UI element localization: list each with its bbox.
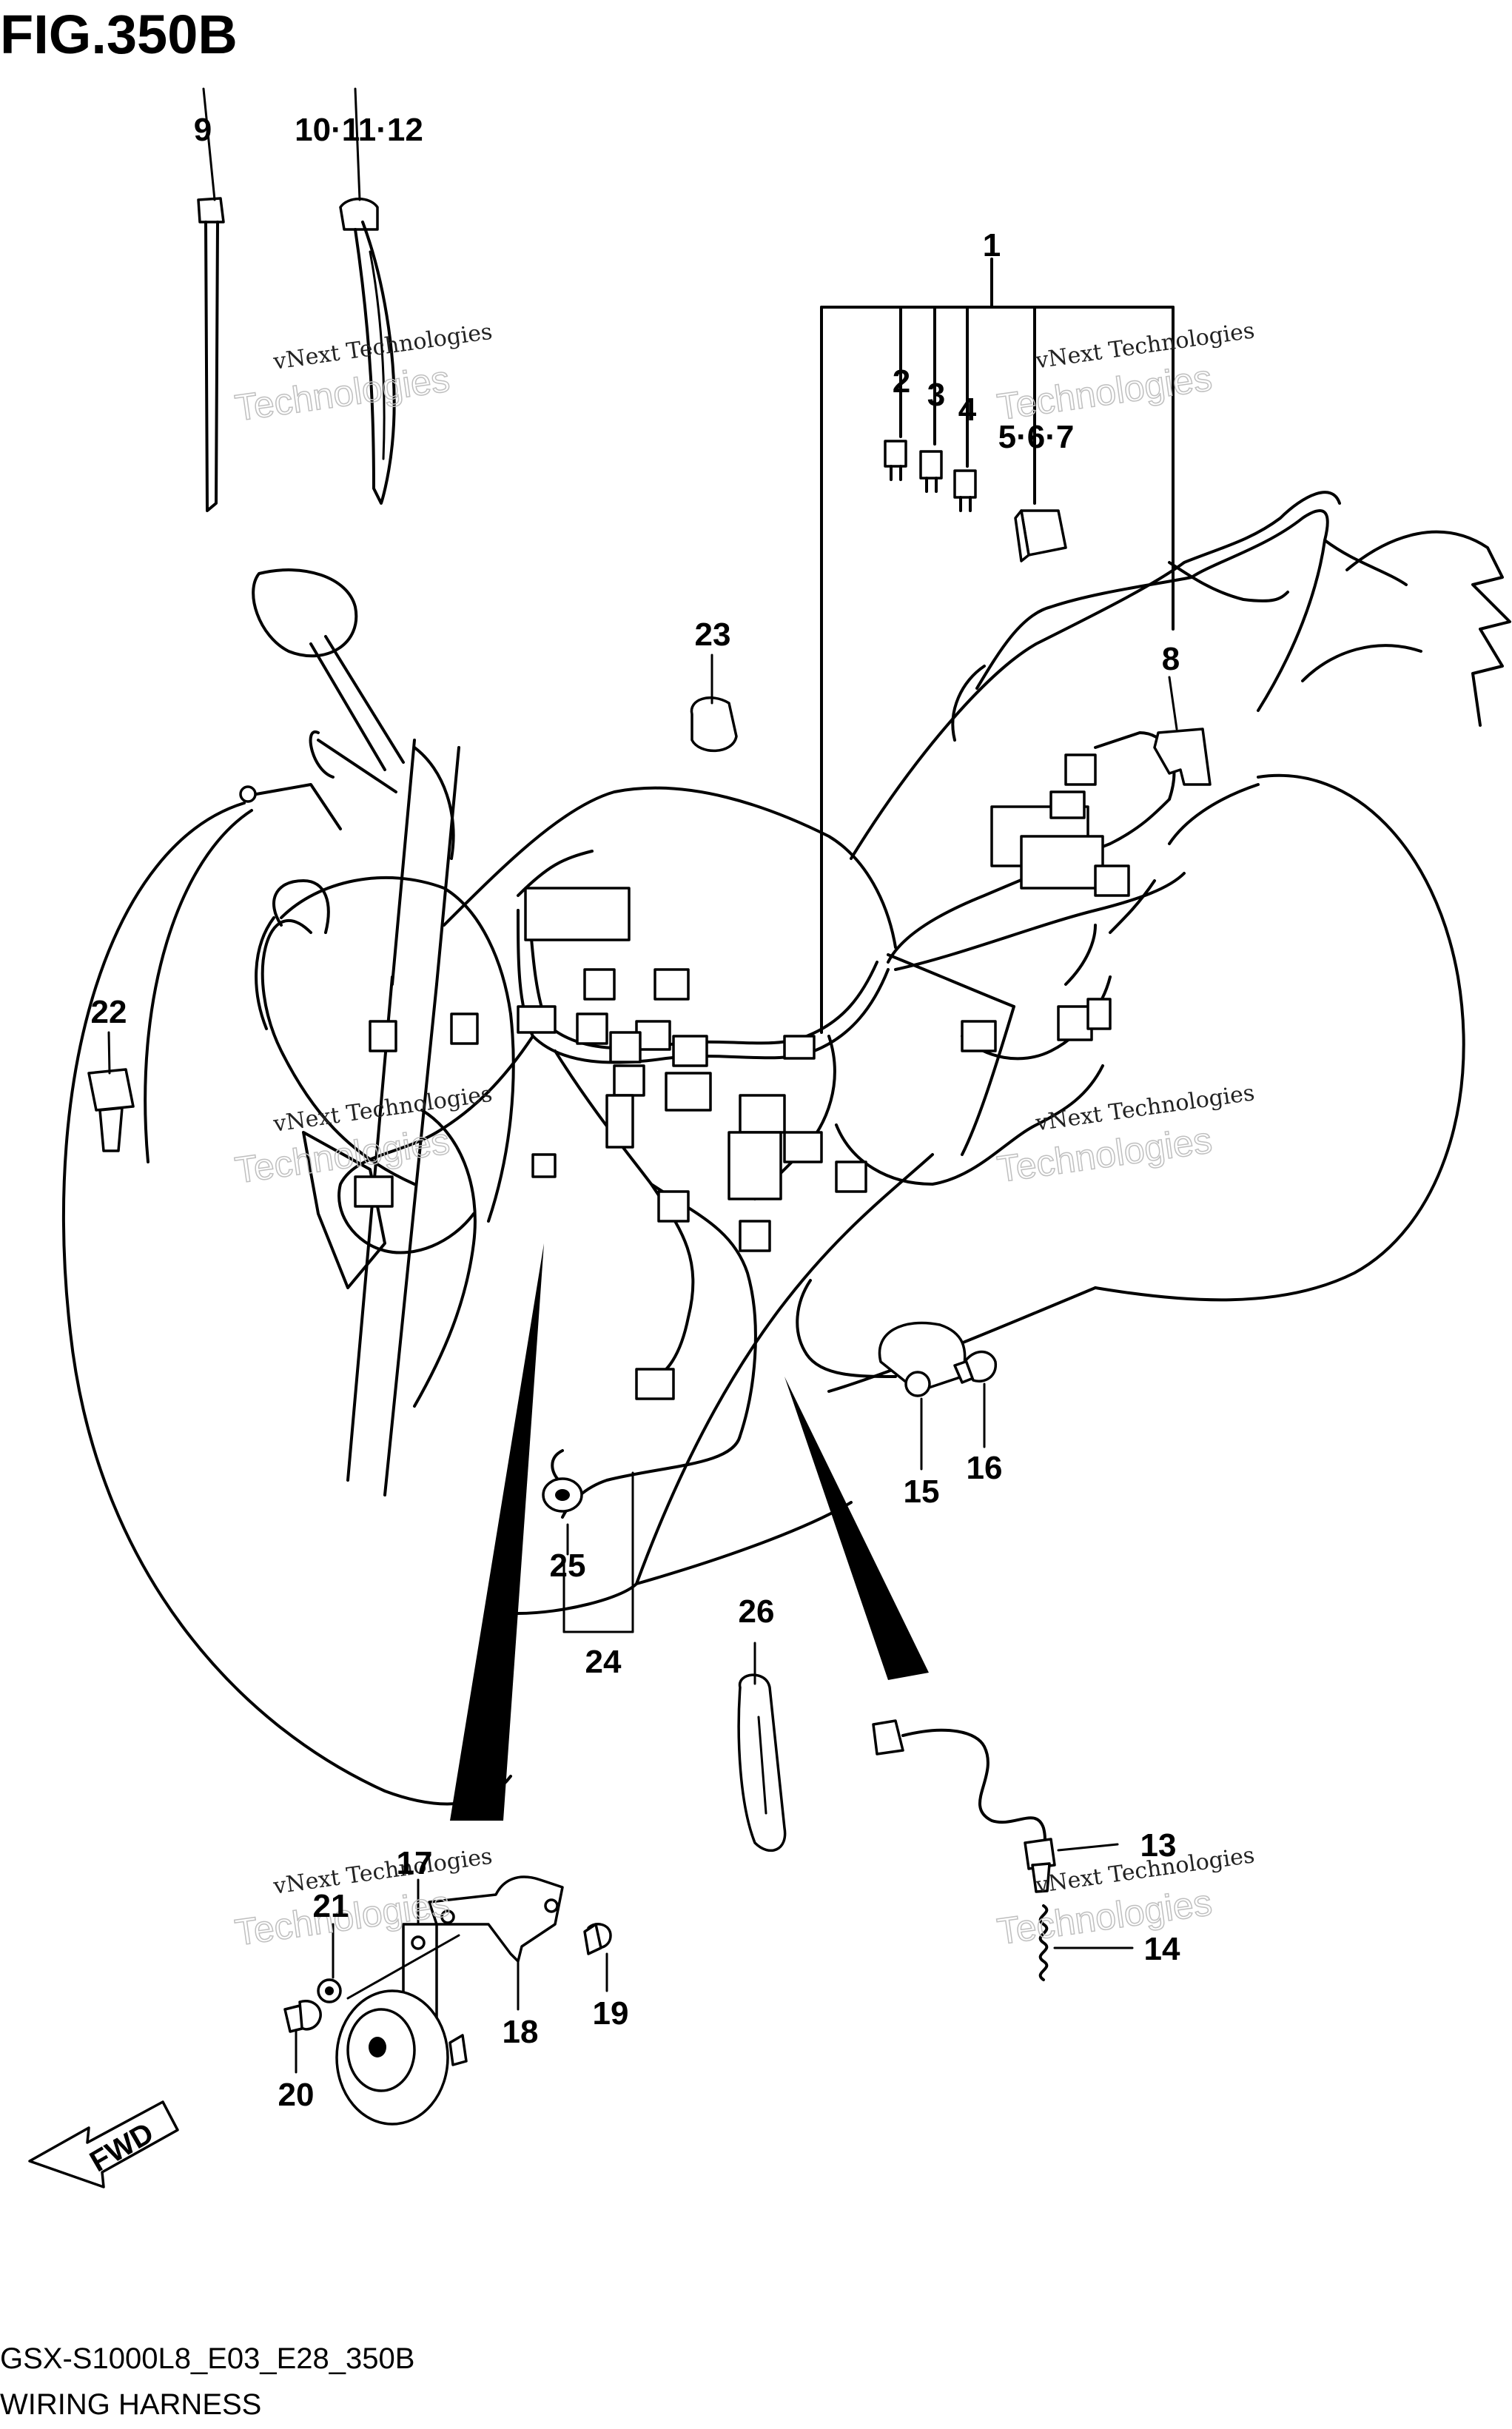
part-cable-clamp-10-11-12 (339, 87, 396, 505)
callout-1: 1 (983, 227, 1001, 263)
fwd-arrow-icon: FWD (28, 2100, 179, 2188)
part-fuse-2 (884, 440, 907, 481)
part-fuse-3 (919, 450, 943, 493)
callout-14: 14 (1144, 1931, 1180, 1967)
callout-16: 16 (967, 1450, 1003, 1486)
watermark-2: vNext Technologies Technologies (994, 318, 1256, 429)
part-clamp-23 (690, 654, 738, 753)
part-cable-tie-9 (197, 87, 225, 512)
svg-text:Technologies: Technologies (995, 357, 1214, 428)
callout-1-bracket (820, 258, 1175, 1034)
part-strap-26 (737, 1642, 787, 1852)
part-spring-14 (1038, 1904, 1134, 1981)
callout-8: 8 (1162, 641, 1180, 677)
watermark-4: vNext Technologies Technologies (994, 1080, 1256, 1191)
figure-title: FIG.350B (0, 4, 238, 65)
pointer-wedge-left (450, 1243, 544, 1821)
motorcycle-outline (62, 491, 1511, 1806)
callout-20: 20 (278, 2077, 315, 2113)
part-bracket-8 (1153, 676, 1212, 786)
part-switch-15 (796, 1279, 967, 1471)
svg-text:Technologies: Technologies (232, 357, 452, 429)
callout-26: 26 (739, 1593, 775, 1630)
callout-9: 9 (194, 112, 212, 148)
part-fuse-4 (953, 469, 977, 512)
part-relay-5-6-7 (1014, 509, 1067, 562)
main-wiring-harness (337, 561, 1289, 1519)
callout-19: 19 (593, 1995, 629, 2032)
pointer-wedge-right (784, 1377, 929, 1680)
part-sensor-22 (87, 1031, 135, 1152)
callout-4: 4 (958, 392, 977, 428)
callout-2: 2 (893, 363, 910, 400)
callout-13: 13 (1140, 1827, 1177, 1864)
callout-18: 18 (503, 2014, 539, 2050)
callout-17: 17 (397, 1845, 433, 1881)
callout-24: 24 (585, 1644, 622, 1680)
svg-text:Technologies: Technologies (995, 1881, 1214, 1952)
callout-3: 3 (927, 377, 945, 413)
callout-21: 21 (313, 1888, 349, 1924)
callout-15: 15 (904, 1474, 940, 1510)
ecu-connector-block (524, 887, 631, 941)
part-grommet-25 (542, 1449, 634, 1633)
part-bolt-16 (953, 1350, 997, 1448)
part-horn-assembly (283, 1875, 612, 2126)
callout-25: 25 (550, 1548, 586, 1584)
callout-22: 22 (91, 994, 127, 1030)
figure-code: GSX-S1000L8_E03_E28_350B (0, 2342, 414, 2375)
callout-23: 23 (695, 617, 731, 653)
callout-10-11-12: 10·11·12 (295, 112, 423, 148)
watermark-3: vNext Technologies Technologies (232, 1081, 494, 1192)
watermark-1: vNext Technologies Technologies (232, 319, 494, 430)
figure-name: WIRING HARNESS (0, 2388, 261, 2421)
part-sensor-13 (872, 1719, 1119, 1893)
callout-5-6-7: 5·6·7 (998, 419, 1075, 455)
